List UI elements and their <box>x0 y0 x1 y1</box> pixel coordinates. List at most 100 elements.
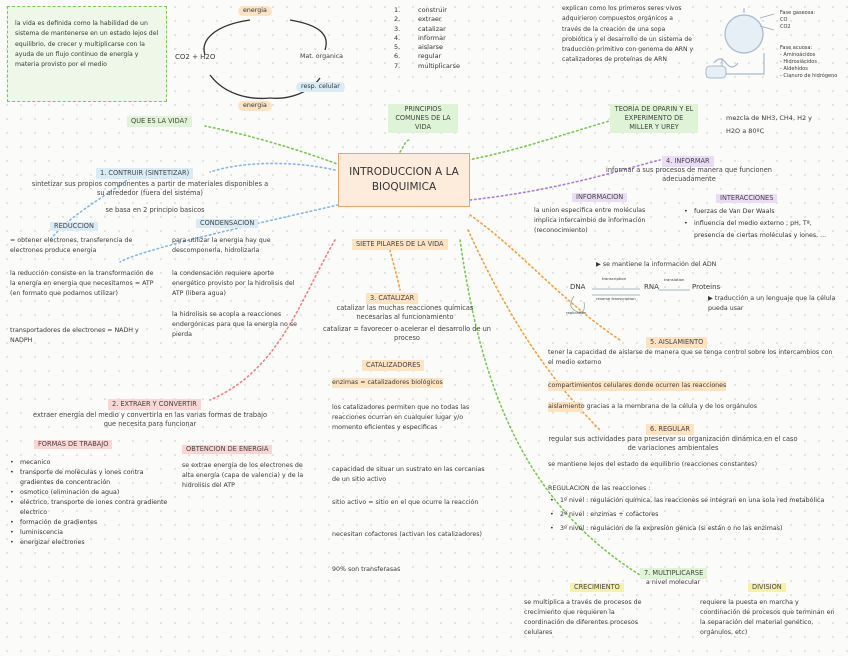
condensacion-2: la condensación requiere aporte energéti… <box>172 270 295 297</box>
condensacion-3: la hidrolisis se acopla a reacciones end… <box>172 311 298 338</box>
miller-urey-apparatus <box>702 8 782 80</box>
interacciones-title: INTERACCIONES <box>716 194 778 203</box>
informar-desc: informar a sus procesos de manera que fu… <box>606 166 772 183</box>
vida-definition: la vida es definida como la habilidad de… <box>15 20 159 69</box>
catalizar-p3: sitio activo = sitio en el que ocurre la… <box>332 499 479 506</box>
acuosa-item: - Hidroxiácidos <box>780 59 817 65</box>
principio-item: 1.construir <box>394 6 460 15</box>
principio-label: aislarse <box>418 43 444 52</box>
central-dogma-diagram: DNA RNA Proteins transcription reverse t… <box>560 270 720 318</box>
que-es-title: QUE ES LA VIDA? <box>127 116 192 127</box>
vida-definition-box: la vida es definida como la habilidad de… <box>7 6 167 102</box>
extraer-title: 2. EXTRAER Y CONVERTIR <box>108 399 201 410</box>
principio-item: 6.regular <box>394 52 460 61</box>
nivel-item: 3º nivel : regulación de la expresión gé… <box>548 524 838 534</box>
reduccion-3: transportadores de electrones = NADH y N… <box>10 327 139 344</box>
catalizar-p1: los catalizadores permiten que no todas … <box>332 404 470 431</box>
informar-title: 4. INFORMAR <box>662 156 714 167</box>
principio-number: 3. <box>394 24 401 33</box>
aislamiento-p3: aislamiento gracias a la membrana de la … <box>548 402 838 412</box>
catalizar-desc: catalizar las muchas reacciones químicas… <box>336 304 474 321</box>
condensacion-title: CONDENSACION <box>196 219 259 228</box>
center-title: INTRODUCCION A LA BIOQUIMICA <box>349 166 459 193</box>
aislamiento-title: 5. AISLAMIENTO <box>646 337 708 348</box>
informacion-title: INFORMACION <box>572 193 628 202</box>
division-title: DIVISION <box>748 583 786 592</box>
forma-item: formación de gradientes <box>8 518 168 528</box>
catalizar-p2: capacidad de situar un sustrato en las c… <box>332 466 485 483</box>
construir-base: se basa en 2 principio basicos <box>105 206 205 214</box>
oparin-title: TEORÍA DE OPARIN Y EL EXPERIMENTO DE MIL… <box>610 104 698 133</box>
translation-label: translation <box>664 277 685 282</box>
formas-trabajo-title: FORMAS DE TRABAJO <box>34 440 113 449</box>
principio-label: extraer <box>418 15 442 24</box>
division-text: requiere la puesta en marcha y coordinac… <box>700 599 835 636</box>
principio-label: multiplicarse <box>418 61 460 70</box>
condensacion-1: para utilizar la energia hay que descomp… <box>172 237 271 254</box>
principio-item: 4.informar <box>394 34 460 43</box>
multiplicarse-sub: a nivel molecular <box>646 579 701 586</box>
mezcla-text: mezcla de NH3, CH4, H2 y H2O a 80ºC <box>726 114 813 135</box>
principio-number: 6. <box>394 52 401 61</box>
construir-title: 1. CONTRUIR (SINTETIZAR) <box>96 168 194 179</box>
replication-label: replication <box>566 310 587 315</box>
interacciones-list: fuerzas de Van Der Waals influencia del … <box>682 206 832 242</box>
nivel-item: 1º nivel : regulación química, las reacc… <box>548 496 838 506</box>
acuosa-item: - Aminoácidos <box>780 52 816 58</box>
energia-bottom-label: energia <box>238 101 272 111</box>
proteins-label: Proteins <box>692 283 721 291</box>
extraer-desc: extraer energía del medio y convertirla … <box>33 411 267 428</box>
nivel-item: 2º nivel : enzimas + cofactores <box>548 510 838 520</box>
transcription-label: transcription <box>602 276 627 281</box>
rna-label: RNA <box>644 283 659 291</box>
aislamiento-p1: tener la capacidad de aislarse de manera… <box>548 349 833 366</box>
principio-number: 2. <box>394 15 401 24</box>
catalizadores-title: CATALIZADORES <box>362 360 425 371</box>
principio-label: catalizar <box>418 24 446 33</box>
center-title-box: INTRODUCCION A LA BIOQUIMICA <box>338 153 470 207</box>
enzimas-text: enzimas = catalizadores biológicos <box>332 378 443 388</box>
fase-acuosa: Fase acuosa: - Aminoácidos - Hidroxiácid… <box>780 45 837 80</box>
forma-item: eléctrico, transporte de iones contra gr… <box>8 498 168 518</box>
reduccion-1: = obtener electrones, transferencia de e… <box>10 237 133 254</box>
obtencion-text: se extrae energía de los electrones de a… <box>182 462 304 489</box>
formula-label: CO2 + H2O <box>175 53 216 61</box>
principio-item: 2. extraer <box>394 15 460 24</box>
regular-title: 6. REGULAR <box>646 424 694 435</box>
energia-top-label: energia <box>238 6 272 16</box>
formas-trabajo-list: mecanico transporte de moléculas y iones… <box>8 458 168 548</box>
catalizar-def: catalizar = favorecer o acelerar el desa… <box>323 325 491 342</box>
interaccion-item: fuerzas de Van Der Waals <box>682 206 832 218</box>
resp-celular-label: resp. celular <box>296 82 345 92</box>
principio-item: 5.aislarse <box>394 43 460 52</box>
reduccion-2: la reducción consiste en la transformaci… <box>10 270 154 297</box>
adn-text: ▶ se mantiene la información del ADN <box>596 261 717 268</box>
catalizar-p5: 90% son transferasas <box>332 566 401 573</box>
niveles-list: 1º nivel : regulación química, las reacc… <box>548 496 838 534</box>
fase-gaseosa: Fase gaseosa: CO CO2 <box>780 10 815 31</box>
traduccion-text: ▶ traducción a un lenguaje que la célula… <box>708 295 836 312</box>
catalizar-title: 3. CATALIZAR <box>366 293 419 304</box>
forma-item: osmotico (eliminación de agua) <box>8 488 168 498</box>
forma-item: transporte de moléculas y iones contra g… <box>8 468 168 488</box>
mat-organica-label: Mat. organica <box>300 53 344 60</box>
interaccion-item: influencia del medio externo ; pH, Tª, p… <box>682 218 832 242</box>
gas-co: CO <box>780 17 788 23</box>
dna-label: DNA <box>570 283 586 291</box>
principio-number: 4. <box>394 33 401 42</box>
forma-item: energizar electrones <box>8 538 168 548</box>
multiplicarse-title: 7. MULTIPLICARSE <box>640 568 708 579</box>
forma-item: luminiscencia <box>8 528 168 538</box>
reverse-transcription-label: reverse transcription <box>596 296 636 301</box>
acuosa-item: - Aldehídos <box>780 66 808 72</box>
construir-desc: sintetizar sus propios componentes a par… <box>31 180 269 197</box>
adn-label: se mantiene la información del ADN <box>602 261 717 268</box>
principio-item: 7.multiplicarse <box>394 62 460 71</box>
crecimiento-text: se multiplica a través de procesos de cr… <box>524 599 642 636</box>
acuosa-item: - Cianuro de hidrógeno <box>780 73 838 79</box>
principio-number: 1. <box>394 6 401 14</box>
forma-item: mecanico <box>8 458 168 468</box>
regulacion-title: REGULACION de las reacciones : <box>548 485 651 492</box>
